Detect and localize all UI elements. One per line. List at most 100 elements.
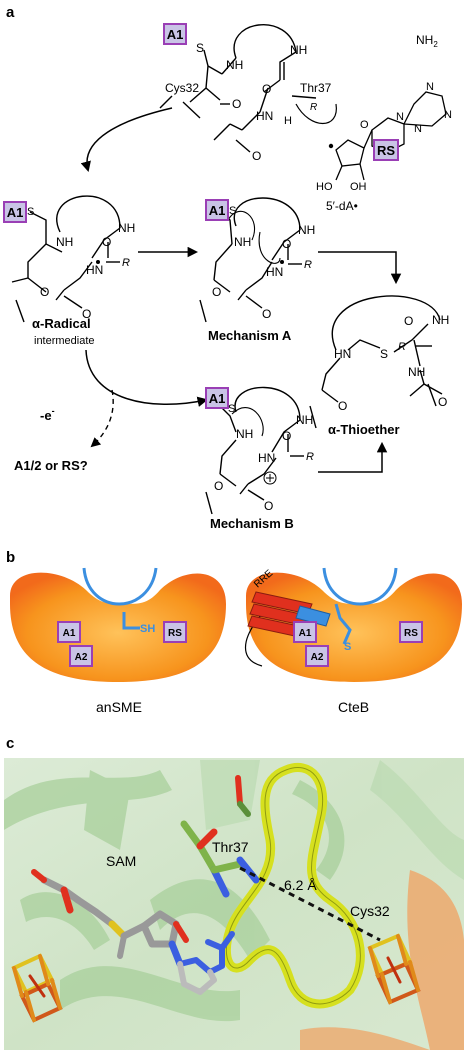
cteb-thioether-link [334, 603, 352, 645]
s-label: S [344, 641, 351, 653]
orange-domain [300, 1027, 430, 1050]
radical-dot [280, 260, 284, 264]
substrate-top [159, 24, 337, 153]
alpha-radical-structure [11, 195, 121, 323]
atom-o: O [232, 97, 241, 111]
cteb-cluster-rs [399, 621, 423, 643]
atom-o: O [214, 479, 223, 493]
atom-o: O [404, 314, 413, 328]
atom-h: H [284, 115, 292, 127]
cluster-a1-mech-b [205, 387, 229, 409]
electron-loss-label: -e- [40, 406, 55, 423]
atom-o: O [40, 285, 49, 299]
atom-nh: NH [408, 365, 425, 379]
cluster-rs-top-label: RS [377, 143, 395, 158]
sh-label: SH [140, 623, 155, 635]
atom-s: S [196, 41, 204, 55]
cluster-label: RS [168, 628, 182, 639]
atom-nh: NH [56, 235, 73, 249]
panel-b: b SH A1 A2 RS anSME S RRE A1 A2 RS CteB [6, 549, 462, 715]
atom-o: O [438, 395, 447, 409]
protein-ribbons [4, 770, 345, 1022]
atom-o: O [82, 307, 91, 321]
atom-r: R [122, 257, 130, 269]
atom-r: R [398, 341, 406, 353]
atom-o: O [262, 307, 271, 321]
panel-a: a A1 S NH Cys32 O NH [3, 4, 452, 531]
panel-c-label: c [6, 735, 14, 752]
cys32-label: Cys32 [165, 81, 199, 95]
atom-o: O [282, 237, 291, 251]
ansme-cluster-a2 [69, 645, 93, 667]
atom-n: N [426, 81, 434, 93]
atom-nh: NH [118, 221, 135, 235]
intermediate-label: intermediate [34, 335, 95, 347]
atom-s: S [228, 403, 235, 415]
panel-b-label: b [6, 549, 15, 566]
mechanism-b-label: Mechanism B [210, 516, 294, 531]
atom-hn: HN [86, 263, 103, 277]
atom-nh: NH [298, 223, 315, 237]
atom-nh: NH [432, 313, 449, 327]
arrow-a-to-thioether [318, 251, 402, 285]
alpha-thioether-label: α-Thioether [328, 422, 400, 437]
cluster-label: RS [404, 628, 418, 639]
ansme-label: anSME [96, 699, 142, 715]
atom-hn: HN [334, 347, 351, 361]
dashed-electron-arrow [90, 389, 114, 448]
atom-nh: NH [236, 427, 253, 441]
atom-s: S [229, 205, 236, 217]
arrow-to-radical [80, 107, 173, 173]
atom-hn: HN [256, 109, 273, 123]
thioether-structure [309, 295, 443, 429]
atom-ho: HO [316, 181, 333, 193]
arrow-b-to-thioether [318, 441, 388, 473]
atom-s: S [380, 347, 388, 361]
thr37-sticks [180, 775, 260, 898]
adenosine [335, 91, 447, 181]
cluster-label: A1 [299, 628, 312, 639]
cluster-a1-mech-b-label: A1 [209, 391, 226, 406]
atom-o: O [102, 235, 111, 249]
cluster-a1-top [163, 23, 187, 45]
cluster-rs-top [373, 139, 399, 161]
distance-line [239, 866, 381, 942]
atom-o: O [252, 149, 261, 163]
cluster-label: A2 [311, 652, 324, 663]
fes-cluster-right [367, 933, 421, 1005]
arrow-to-mechanism-b [85, 349, 209, 407]
ansme-peptide-loop [82, 567, 158, 606]
radical-dot [328, 143, 334, 149]
alpha-radical-label: α-Radical [32, 316, 91, 331]
cteb-cluster-a1 [293, 621, 317, 643]
atom-nh: NH [296, 413, 313, 427]
atom-n: N [396, 111, 404, 123]
atom-nh: NH [234, 235, 251, 249]
atom-o: O [360, 119, 369, 131]
ansme-cys-sidechain [122, 612, 140, 630]
sam-sticks [31, 869, 235, 995]
atom-r: R [306, 451, 314, 463]
thr37-label: Thr37 [300, 81, 332, 95]
cys32-structure-label: Cys32 [350, 903, 390, 919]
atom-o: O [264, 499, 273, 513]
nh2-label: NH2 [416, 33, 438, 49]
panel-a-label: a [6, 4, 15, 21]
ansme-cluster-a1 [57, 621, 81, 643]
distance-label: 6.2 Å [284, 877, 317, 893]
ansme-enzyme [10, 572, 226, 682]
panel-c: c Thr3 [4, 735, 464, 1050]
atom-n: N [444, 109, 452, 121]
thr37-structure-label: Thr37 [212, 839, 249, 855]
fes-cluster-left [11, 953, 63, 1023]
atom-nh: NH [290, 43, 307, 57]
atom-r: R [304, 259, 312, 271]
atom-r: R [310, 102, 317, 113]
atom-o: O [338, 399, 347, 413]
cluster-a1-top-label: A1 [167, 27, 184, 42]
orange-domain [407, 870, 464, 1050]
cteb-peptide-loop [322, 567, 398, 606]
atom-oh: OH [350, 181, 367, 193]
cluster-a1-mech-a-label: A1 [209, 203, 226, 218]
